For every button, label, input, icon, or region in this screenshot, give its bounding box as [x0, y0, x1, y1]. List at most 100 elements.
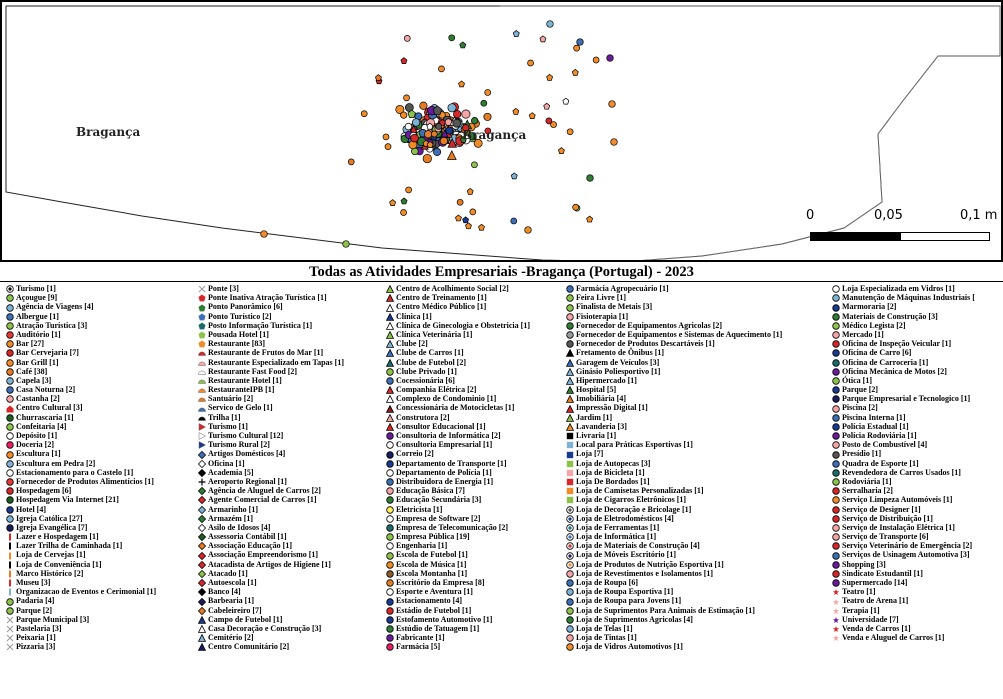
business-point[interactable] — [562, 97, 570, 105]
business-point[interactable] — [447, 103, 457, 113]
business-point[interactable] — [473, 138, 483, 148]
legend-symbol-icon — [6, 496, 14, 505]
business-point[interactable] — [512, 30, 520, 37]
business-point[interactable] — [433, 147, 442, 156]
business-point[interactable] — [426, 122, 434, 130]
business-point[interactable] — [432, 105, 443, 115]
business-point[interactable] — [484, 127, 492, 135]
business-point[interactable] — [456, 198, 464, 206]
business-point[interactable] — [422, 153, 432, 164]
business-point[interactable] — [448, 34, 456, 42]
business-point[interactable] — [455, 214, 462, 222]
business-point[interactable] — [435, 123, 443, 130]
business-point[interactable] — [469, 208, 477, 216]
business-point[interactable] — [524, 226, 532, 234]
business-point[interactable] — [459, 41, 467, 49]
business-point[interactable] — [466, 187, 474, 195]
business-point[interactable] — [528, 112, 536, 120]
business-point[interactable] — [410, 133, 419, 143]
legend-item-label: Serviço Limpeza Automóveis [1] — [842, 495, 953, 505]
business-point[interactable] — [465, 222, 472, 230]
business-point[interactable] — [403, 94, 410, 102]
business-point[interactable] — [426, 141, 434, 148]
business-point[interactable] — [419, 101, 428, 110]
business-point[interactable] — [546, 73, 554, 81]
business-point[interactable] — [447, 137, 457, 148]
business-point[interactable] — [471, 117, 479, 125]
business-point[interactable] — [527, 59, 534, 67]
business-point[interactable] — [468, 132, 477, 141]
business-point[interactable] — [405, 186, 412, 194]
business-point[interactable] — [543, 102, 551, 110]
business-point[interactable] — [389, 199, 397, 206]
business-point[interactable] — [478, 223, 485, 231]
business-point[interactable] — [471, 161, 478, 169]
business-point[interactable] — [510, 172, 518, 180]
legend-item: Parque [2] — [832, 385, 975, 394]
business-point[interactable] — [440, 129, 449, 138]
business-point[interactable] — [586, 174, 594, 182]
business-point[interactable] — [400, 209, 407, 216]
legend-symbol-icon — [386, 331, 394, 339]
business-point[interactable] — [342, 240, 350, 248]
business-point[interactable] — [572, 203, 579, 211]
business-point[interactable] — [407, 109, 416, 118]
business-point[interactable] — [484, 89, 492, 96]
business-point[interactable] — [458, 80, 465, 88]
business-point[interactable] — [545, 117, 553, 125]
business-point[interactable] — [382, 133, 390, 141]
business-point[interactable] — [480, 99, 488, 107]
business-point[interactable] — [412, 118, 421, 127]
business-point[interactable] — [483, 112, 492, 121]
legend-item-label: Consultoria de Informática [2] — [396, 431, 501, 440]
legend-item-label: Esporte e Aventura [1] — [396, 587, 473, 597]
business-point[interactable] — [446, 150, 457, 160]
business-point[interactable] — [400, 111, 408, 119]
business-point[interactable] — [550, 121, 557, 128]
business-point[interactable] — [512, 107, 520, 115]
business-point[interactable] — [459, 136, 467, 143]
business-point[interactable] — [573, 44, 580, 52]
business-point[interactable] — [576, 38, 584, 46]
business-point[interactable] — [384, 143, 392, 150]
business-point[interactable] — [539, 35, 547, 43]
legend-item: Fretamento de Ônibus [1] — [566, 348, 782, 357]
business-point[interactable] — [404, 122, 413, 131]
business-point[interactable] — [347, 158, 355, 166]
legend-item-label: Atacadista de Artigos de Higiene [1] — [208, 559, 331, 569]
business-point[interactable] — [510, 217, 518, 225]
business-point[interactable] — [430, 130, 438, 138]
business-point[interactable] — [375, 74, 382, 81]
business-point[interactable] — [558, 147, 565, 154]
legend-item-label: Correio [2] — [396, 449, 434, 459]
business-point[interactable] — [403, 35, 411, 42]
legend-symbol-icon — [832, 570, 840, 578]
business-point[interactable] — [461, 109, 471, 119]
business-point[interactable] — [395, 105, 405, 114]
business-point[interactable] — [606, 54, 614, 62]
business-point[interactable] — [452, 118, 462, 128]
business-point[interactable] — [566, 128, 574, 136]
business-point[interactable] — [400, 197, 408, 205]
business-point[interactable] — [260, 230, 268, 238]
business-point[interactable] — [462, 216, 470, 224]
business-point[interactable] — [439, 136, 449, 146]
legend-item: Museu [3] — [6, 578, 156, 587]
legend-symbol-icon — [386, 312, 394, 321]
business-point[interactable] — [445, 126, 454, 135]
business-point[interactable] — [462, 124, 470, 132]
business-point[interactable] — [592, 56, 600, 64]
legend-item: Organizacao de Eventos e Cerimonial [1] — [6, 587, 156, 596]
business-point[interactable] — [438, 65, 445, 73]
business-point[interactable] — [546, 20, 554, 28]
business-point[interactable] — [360, 110, 368, 118]
business-point[interactable] — [586, 215, 594, 223]
business-point[interactable] — [571, 68, 579, 76]
business-point[interactable] — [400, 57, 408, 64]
legend-item: Loja de Revestimentos e Isolamentos [1] — [566, 569, 782, 578]
legend-item: Estacionamento para o Castelo [1] — [6, 468, 156, 477]
business-point[interactable] — [608, 100, 616, 108]
business-point[interactable] — [424, 130, 433, 139]
business-point[interactable] — [610, 138, 618, 146]
map-view[interactable]: Bragança Bragança 0 0,05 0,1 m — [0, 0, 1003, 262]
